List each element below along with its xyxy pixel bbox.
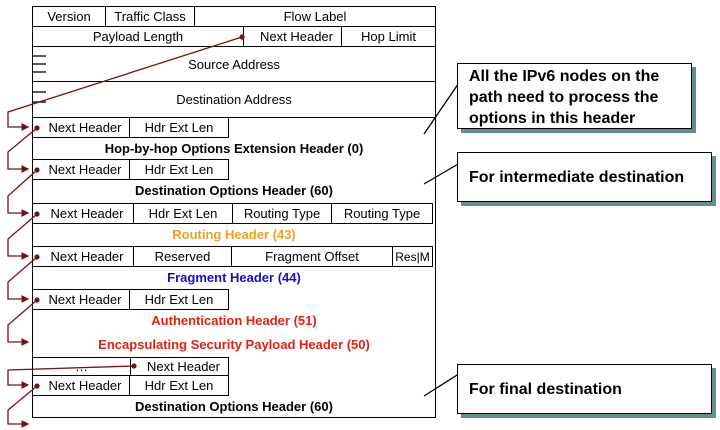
dest-opts-1-header-title: Destination Options Header (60): [135, 183, 333, 198]
fragment-res-m-field: Res|M: [392, 246, 433, 267]
dest-opts-2-next-header-field: Next Header: [32, 375, 130, 396]
routing-type-field-2: Routing Type: [331, 203, 433, 224]
next-header-dot: [34, 211, 40, 217]
auth-next-header-field: Next Header: [32, 289, 130, 310]
note-intermediate-destination: For intermediate destination: [457, 152, 712, 202]
routing-type-field-1: Routing Type: [232, 203, 332, 224]
arrow-dest-opts-to-routing: [7, 169, 38, 217]
arrow-ipv6-to-hop-by-hop: [7, 36, 243, 131]
fragment-reserved-field: Reserved: [133, 246, 232, 267]
esp-next-header-field: Next Header: [130, 357, 229, 376]
arrow-routing-to-fragment: [7, 213, 38, 260]
arrow-esp-to-dest-opts-final: [7, 365, 135, 389]
version-field: Version: [32, 6, 106, 27]
next-header-dot: [34, 383, 40, 389]
next-header-dot: [131, 363, 137, 369]
note-final-destination: For final destination: [457, 364, 712, 414]
dest-opts-2-header-title: Destination Options Header (60): [135, 399, 333, 414]
fragment-header-title: Fragment Header (44): [167, 270, 301, 285]
hop-by-hop-next-header-field: Next Header: [32, 117, 130, 138]
auth-header-title: Authentication Header (51): [151, 313, 317, 328]
arrow-fragment-to-auth: [7, 256, 38, 303]
arrow-auth-to-esp: [7, 299, 38, 346]
auth-hdr-ext-len-field: Hdr Ext Len: [129, 289, 229, 310]
next-header-dot: [34, 167, 40, 173]
arrow-dest-opts-final-to-upper: [7, 385, 38, 428]
note-hop-by-hop: All the IPv6 nodes on the path need to p…: [457, 63, 692, 129]
fragment-offset-field: Fragment Offset: [231, 246, 393, 267]
routing-next-header-field: Next Header: [32, 203, 134, 224]
hop-limit-field: Hop Limit: [341, 26, 436, 47]
dest-opts-1-next-header-field: Next Header: [32, 159, 130, 180]
dest-opts-1-hdr-ext-len-field: Hdr Ext Len: [129, 159, 229, 180]
arrow-hop-by-hop-to-dest-opts: [7, 127, 38, 173]
next-header-dot: [34, 297, 40, 303]
next-header-dot: [34, 254, 40, 260]
destination-address-field: Destination Address: [32, 81, 436, 118]
hop-by-hop-header-title: Hop-by-hop Options Extension Header (0): [104, 141, 364, 156]
fragment-next-header-field: Next Header: [32, 246, 134, 267]
esp-header-title: Encapsulating Security Payload Header (5…: [98, 337, 370, 352]
next-header-dot: [34, 125, 40, 131]
hop-by-hop-hdr-ext-len-field: Hdr Ext Len: [129, 117, 229, 138]
routing-header-title: Routing Header (43): [172, 227, 296, 242]
source-address-field: Source Address: [32, 46, 436, 82]
next-header-dot: [239, 34, 245, 40]
dest-opts-2-hdr-ext-len-field: Hdr Ext Len: [129, 375, 229, 396]
